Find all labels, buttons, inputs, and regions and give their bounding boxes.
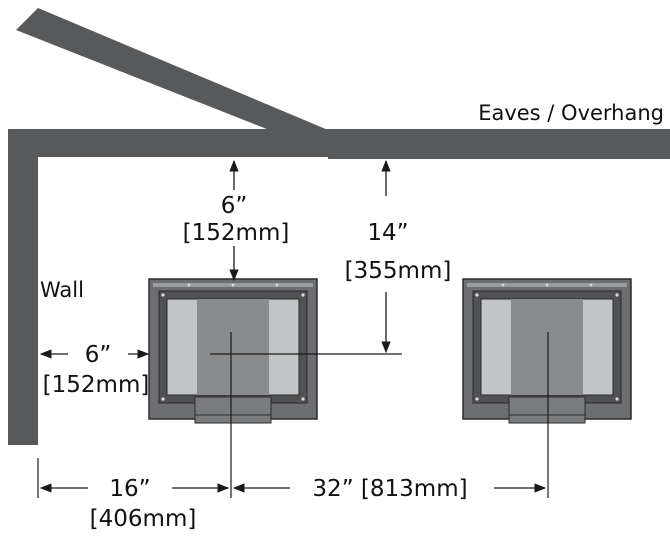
- heater-unit-right: [462, 278, 632, 424]
- eaves-beam-lower-step: [328, 129, 670, 159]
- wall-to-center-metric: [406mm]: [90, 506, 197, 532]
- eaves-clearance-imperial: 14”: [367, 220, 408, 246]
- heater-unit-left: [148, 278, 318, 424]
- wall-clearance-imperial: 6”: [85, 342, 112, 368]
- wall-clearance-metric: [152mm]: [43, 372, 150, 398]
- eaves-label: Eaves / Overhang: [478, 101, 664, 125]
- wall-to-center-imperial: 16”: [109, 476, 150, 502]
- wall-label: Wall: [40, 278, 84, 302]
- eaves-clearance-metric: [355mm]: [345, 258, 452, 284]
- overhang-clearance-metric: [152mm]: [183, 220, 290, 246]
- roof-slope: [16, 8, 328, 150]
- overhang-clearance-imperial: 6”: [221, 193, 248, 219]
- wall: [8, 129, 38, 445]
- unit-spacing-label: 32” [813mm]: [312, 476, 467, 502]
